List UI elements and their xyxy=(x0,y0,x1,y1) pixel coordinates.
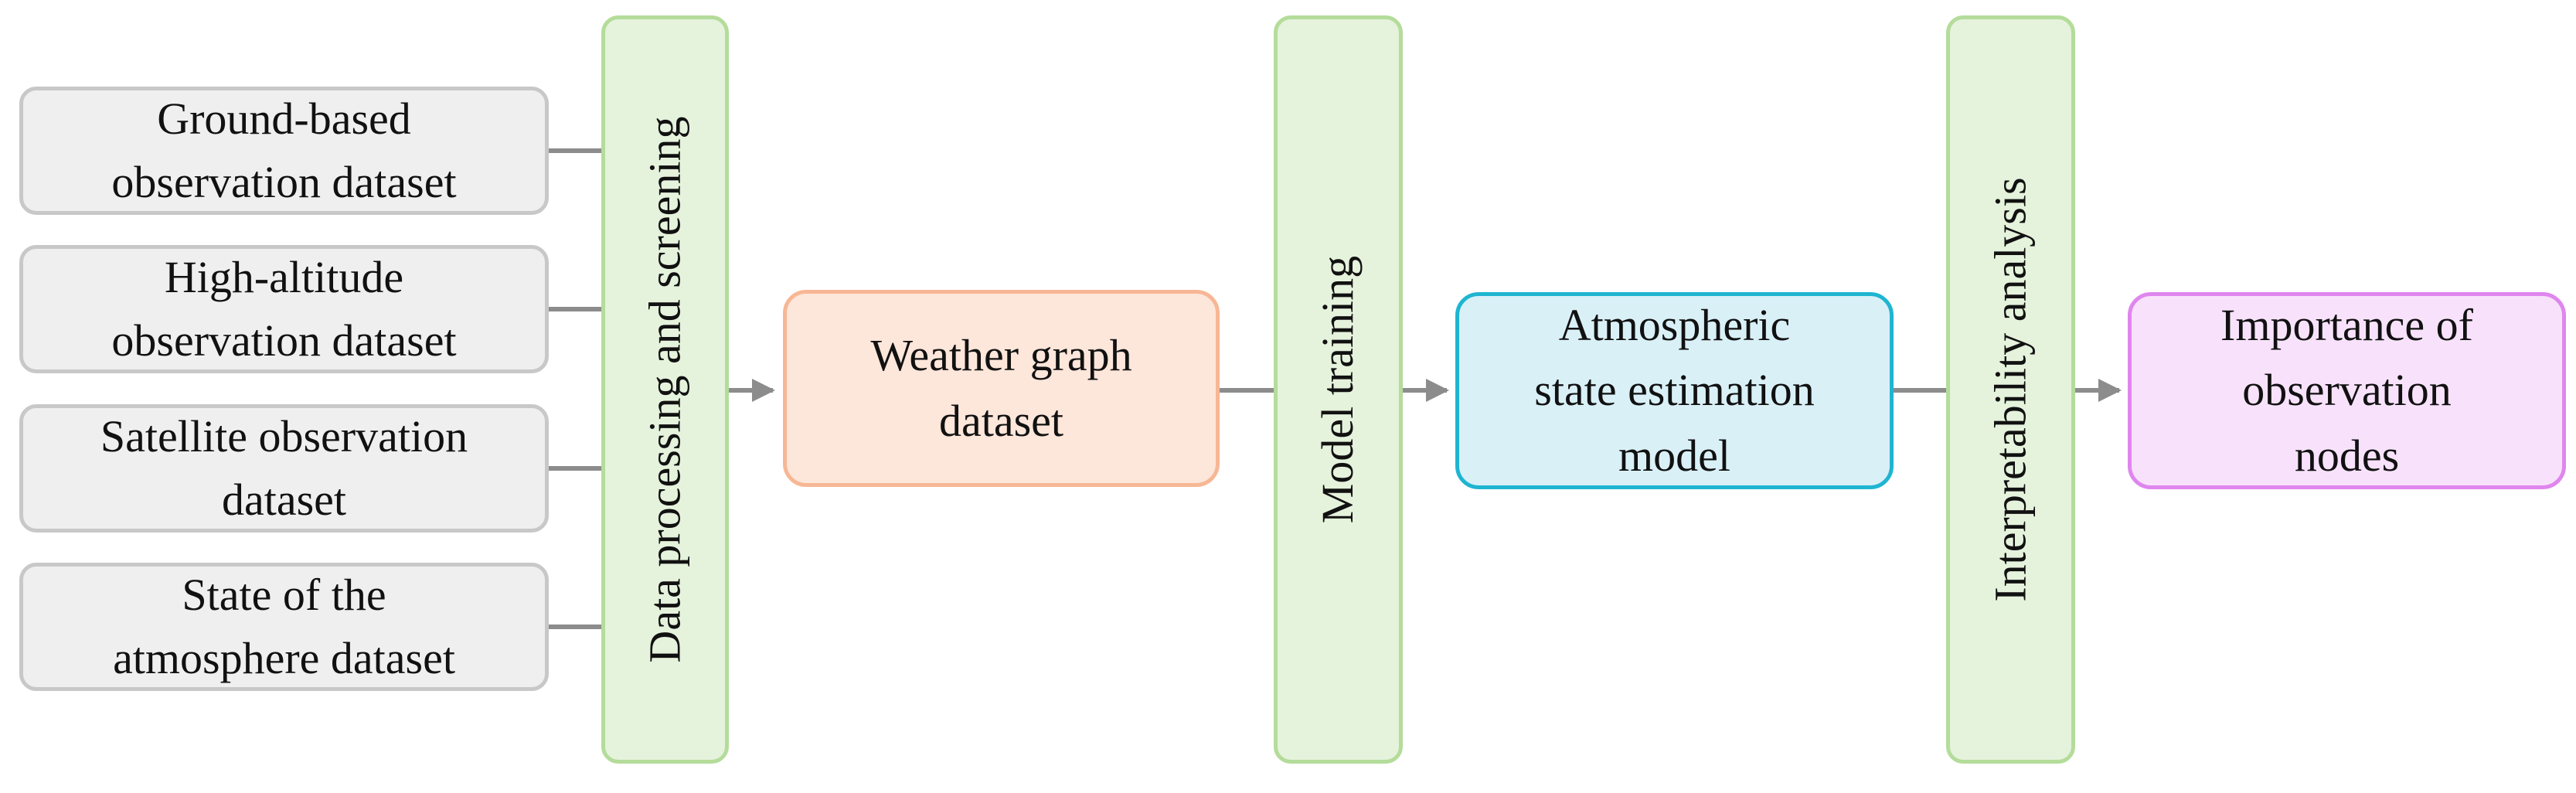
input-high-altitude-dataset: High-altitude observation dataset xyxy=(19,245,549,373)
input-ground-based-dataset: Ground-based observation dataset xyxy=(19,87,549,215)
stage-model-training-label: Model training xyxy=(1312,255,1363,524)
input-satellite-dataset: Satellite observation dataset xyxy=(19,404,549,533)
input-atmosphere-state-dataset: State of the atmosphere dataset xyxy=(19,563,549,691)
stage-interpretability-analysis-label: Interpretability analysis xyxy=(1985,177,2036,602)
input-atmosphere-state-label: State of the atmosphere dataset xyxy=(113,569,455,683)
stage-model-training: Model training xyxy=(1274,15,1403,764)
input-satellite-label: Satellite observation dataset xyxy=(100,410,468,525)
stage-interpretability-analysis: Interpretability analysis xyxy=(1946,15,2075,764)
weather-graph-dataset: Weather graph dataset xyxy=(783,290,1220,487)
input-high-altitude-label: High-altitude observation dataset xyxy=(111,251,457,366)
input-ground-based-label: Ground-based observation dataset xyxy=(111,93,457,207)
importance-of-observation-nodes: Importance of observation nodes xyxy=(2128,292,2566,489)
weather-graph-label: Weather graph dataset xyxy=(870,330,1132,446)
atmospheric-model-label: Atmospheric state estimation model xyxy=(1534,300,1815,481)
importance-label: Importance of observation nodes xyxy=(2220,300,2473,481)
atmospheric-state-estimation-model: Atmospheric state estimation model xyxy=(1455,292,1894,489)
stage-data-processing-label: Data processing and screening xyxy=(639,116,690,663)
stage-data-processing: Data processing and screening xyxy=(601,15,729,764)
